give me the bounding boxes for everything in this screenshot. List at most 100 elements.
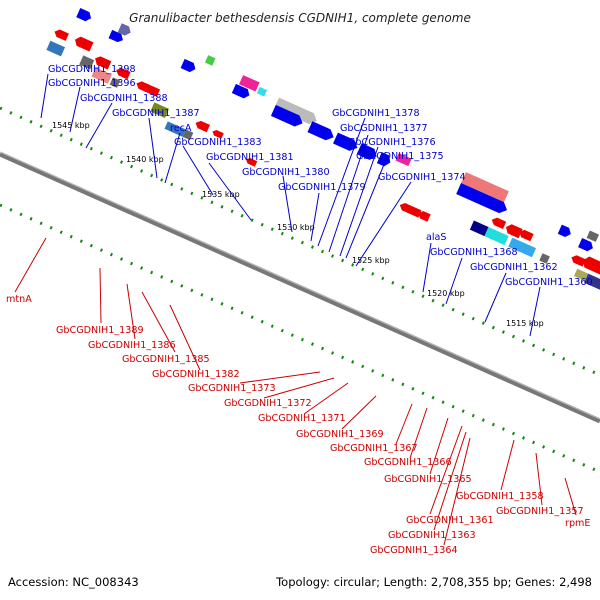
- gene-label[interactable]: recA: [170, 123, 192, 134]
- gene-feature[interactable]: [395, 153, 412, 167]
- gene-label[interactable]: alaS: [426, 232, 447, 243]
- gene-feature[interactable]: [146, 85, 161, 97]
- gene-feature[interactable]: [53, 28, 69, 41]
- gene-feature[interactable]: [508, 237, 537, 258]
- gene-label[interactable]: rpmE: [565, 518, 590, 529]
- gene-feature[interactable]: [461, 172, 509, 203]
- gene-feature[interactable]: [231, 83, 252, 100]
- gene-label[interactable]: GbCGDNIH1_1388: [80, 93, 168, 104]
- gene-label[interactable]: GbCGDNIH1_1387: [112, 108, 200, 119]
- gene-feature[interactable]: [117, 23, 133, 37]
- gene-label[interactable]: GbCGDNIH1_1378: [332, 108, 420, 119]
- gene-label[interactable]: GbCGDNIH1_1357: [496, 506, 584, 517]
- gene-feature[interactable]: [204, 55, 216, 66]
- gene-feature[interactable]: [46, 40, 66, 57]
- gene-feature[interactable]: [570, 254, 586, 267]
- gene-feature[interactable]: [376, 152, 393, 168]
- gene-label[interactable]: GbCGDNIH1_1367: [330, 443, 418, 454]
- kbp-label: 1525 kbp: [352, 256, 390, 265]
- reverse-leader-lines: [14, 237, 577, 546]
- gene-feature[interactable]: [573, 268, 589, 281]
- gene-feature[interactable]: [469, 220, 489, 237]
- gene-feature[interactable]: [150, 102, 169, 118]
- gene-feature[interactable]: [333, 132, 360, 154]
- gene-label[interactable]: GbCGDNIH1_1360: [505, 277, 593, 288]
- gene-features: [46, 8, 600, 295]
- accession-text: Accession: NC_008343: [8, 575, 139, 589]
- gene-feature[interactable]: [539, 253, 550, 264]
- gene-feature[interactable]: [581, 255, 600, 276]
- gene-feature[interactable]: [518, 228, 534, 242]
- gene-label[interactable]: GbCGDNIH1_1381: [206, 152, 294, 163]
- gene-feature[interactable]: [490, 216, 507, 230]
- gene-feature[interactable]: [578, 238, 595, 253]
- kbp-label: 1530 kbp: [277, 223, 315, 232]
- gene-label[interactable]: GbCGDNIH1_1358: [456, 491, 544, 502]
- gene-feature[interactable]: [245, 157, 258, 167]
- gene-feature[interactable]: [584, 273, 600, 295]
- kbp-labels: 1545 kbp 1540 kbp 1535 kbp 1530 kbp 1525…: [52, 121, 544, 328]
- gene-label[interactable]: GbCGDNIH1_1382: [152, 369, 240, 380]
- kbp-label: 1535 kbp: [202, 190, 240, 199]
- gene-label[interactable]: GbCGDNIH1_1371: [258, 413, 346, 424]
- gene-label[interactable]: GbCGDNIH1_1377: [340, 123, 428, 134]
- gene-feature[interactable]: [115, 66, 131, 80]
- gene-label[interactable]: GbCGDNIH1_1398: [48, 64, 136, 75]
- gene-label[interactable]: GbCGDNIH1_1396: [48, 78, 136, 89]
- gene-feature[interactable]: [356, 143, 379, 162]
- gene-label[interactable]: GbCGDNIH1_1374: [378, 172, 466, 183]
- gene-label[interactable]: GbCGDNIH1_1376: [348, 137, 436, 148]
- gene-feature[interactable]: [76, 8, 93, 23]
- gene-label[interactable]: GbCGDNIH1_1361: [406, 515, 494, 526]
- genome-backbone: [0, 151, 600, 424]
- gene-feature[interactable]: [239, 75, 260, 92]
- gene-feature[interactable]: [456, 183, 509, 216]
- gene-label[interactable]: GbCGDNIH1_1379: [278, 182, 366, 193]
- gene-label[interactable]: mtnA: [6, 294, 32, 305]
- gene-label[interactable]: GbCGDNIH1_1362: [470, 262, 558, 273]
- kbp-label: 1545 kbp: [52, 121, 90, 130]
- gene-feature[interactable]: [557, 224, 573, 239]
- gene-feature[interactable]: [182, 129, 194, 141]
- reverse-labels: mtnA GbCGDNIH1_1389 GbCGDNIH1_1386 GbCGD…: [6, 294, 590, 556]
- gene-label[interactable]: GbCGDNIH1_1372: [224, 398, 312, 409]
- gene-feature[interactable]: [194, 119, 210, 133]
- gene-label[interactable]: GbCGDNIH1_1365: [384, 474, 472, 485]
- gene-feature[interactable]: [407, 205, 422, 218]
- gene-feature[interactable]: [307, 121, 336, 143]
- gene-feature[interactable]: [93, 55, 112, 70]
- map-title: Granulibacter bethesdensis CGDNIH1, comp…: [129, 11, 471, 25]
- gene-label[interactable]: GbCGDNIH1_1383: [174, 137, 262, 148]
- gene-label[interactable]: GbCGDNIH1_1368: [430, 247, 518, 258]
- kbp-label: 1520 kbp: [427, 289, 465, 298]
- gene-feature[interactable]: [484, 227, 509, 246]
- gene-feature[interactable]: [180, 58, 198, 74]
- gene-feature[interactable]: [164, 121, 187, 137]
- gene-label[interactable]: GbCGDNIH1_1363: [388, 530, 476, 541]
- gene-feature[interactable]: [91, 67, 112, 84]
- gene-feature[interactable]: [504, 223, 523, 239]
- gene-feature[interactable]: [79, 55, 95, 70]
- gene-feature[interactable]: [416, 210, 431, 222]
- gene-feature[interactable]: [586, 230, 600, 242]
- forward-labels: GbCGDNIH1_1398 GbCGDNIH1_1396 GbCGDNIH1_…: [48, 64, 593, 288]
- gene-label[interactable]: GbCGDNIH1_1385: [122, 354, 210, 365]
- gene-label[interactable]: GbCGDNIH1_1389: [56, 325, 144, 336]
- gene-label[interactable]: GbCGDNIH1_1373: [188, 383, 276, 394]
- gene-feature[interactable]: [256, 86, 268, 97]
- gene-feature[interactable]: [211, 129, 224, 139]
- gene-feature[interactable]: [73, 35, 94, 52]
- gene-label[interactable]: GbCGDNIH1_1364: [370, 545, 458, 556]
- genome-backbone-highlight: [0, 151, 600, 420]
- gene-label[interactable]: GbCGDNIH1_1375: [356, 151, 444, 162]
- gene-feature[interactable]: [109, 77, 121, 88]
- gene-feature[interactable]: [108, 29, 125, 44]
- gene-label[interactable]: GbCGDNIH1_1380: [242, 167, 330, 178]
- gene-label[interactable]: GbCGDNIH1_1369: [296, 429, 384, 440]
- gene-label[interactable]: GbCGDNIH1_1386: [88, 340, 176, 351]
- gene-label[interactable]: GbCGDNIH1_1366: [364, 457, 452, 468]
- forward-leader-lines: [40, 73, 541, 337]
- gene-feature[interactable]: [270, 104, 305, 129]
- gene-feature[interactable]: [274, 97, 319, 127]
